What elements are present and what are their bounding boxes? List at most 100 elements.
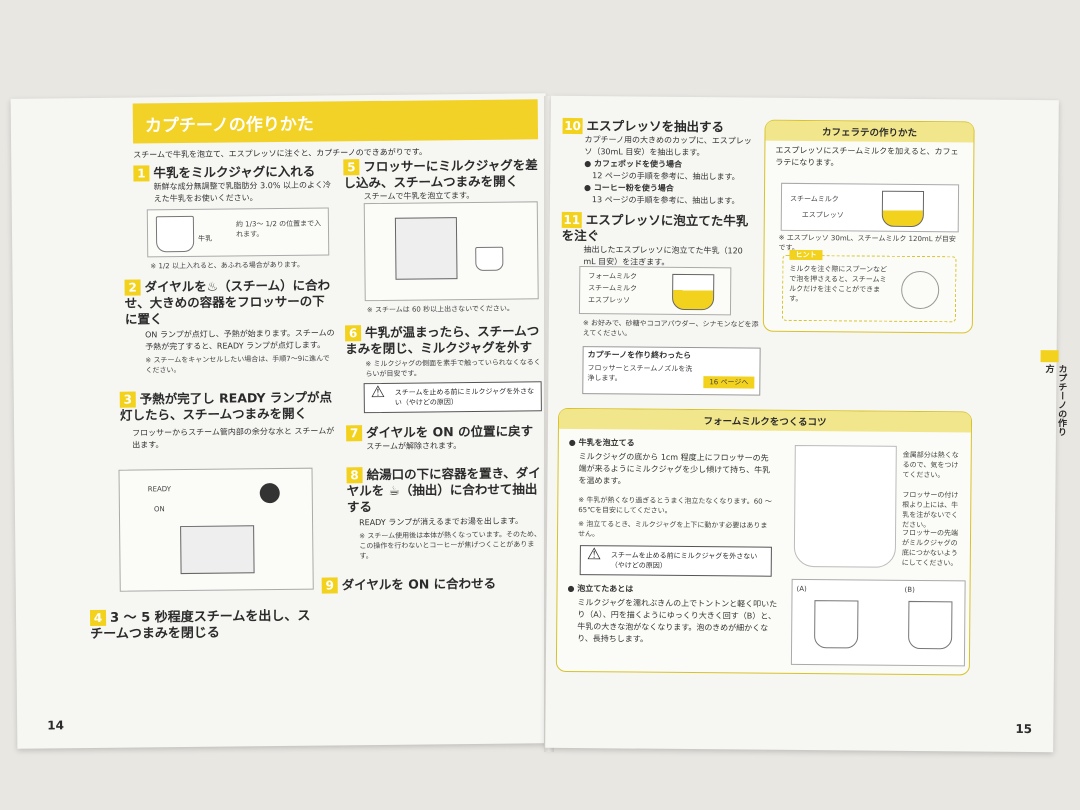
foam-section-body: ミルクジャグの底から 1cm 程度上にフロッサーの先端が来るようにミルクジャグを… — [578, 452, 771, 486]
step-note: ※ スチーム使用後は本体が熱くなっています。そのため、この操作を行わないとコーヒ… — [359, 530, 542, 561]
step-title: 牛乳をミルクジャグに入れる — [153, 163, 316, 181]
foam-section-title: ● 泡立てたあとは — [567, 583, 634, 594]
step-note: ※ スチームをキャンセルしたい場合は、手順7〜9に進んでください。 — [145, 354, 330, 375]
latte-cup-illustration: スチームミルク エスプレッソ — [780, 182, 960, 233]
ready-lamp-label: READY — [147, 485, 172, 494]
step-number: 10 — [562, 117, 583, 135]
label-a: (A) — [796, 584, 807, 594]
callout-text: 金属部分は熱くなるので、気をつけてください。 — [902, 450, 959, 480]
hint-box: ヒント ミルクを注ぐ際にスプーンなどで泡を押さえると、スチームミルクだけを注ぐこ… — [781, 249, 957, 323]
burn-warning: ⚠ スチームを止める前にミルクジャグを外さない（やけどの原因） — [579, 544, 772, 577]
page-number-right: 15 — [1015, 721, 1033, 737]
step-5-note: ※ スチームは 60 秒以上出さないでください。 — [366, 304, 514, 315]
hint-body: ミルクを注ぐ際にスプーンなどで泡を押さえると、スチームミルクだけを注ぐことができ… — [789, 264, 888, 303]
warning-icon: ⚠ — [586, 544, 602, 564]
foam-milk-tips-box: フォームミルクをつくるコツ ● 牛乳を泡立てる ミルクジャグの底から 1cm 程… — [555, 407, 973, 676]
latte-body: エスプレッソにスチームミルクを加えると、カフェラテになります。 — [775, 145, 959, 168]
machine-icon — [394, 217, 458, 280]
cup-icon — [881, 190, 925, 228]
warning-text: スチームを止める前にミルクジャグを外さない（やけどの原因） — [610, 551, 758, 570]
cup-icon — [671, 273, 715, 311]
step-title: フロッサーにミルクジャグを差し込み、スチームつまみを開く — [343, 157, 538, 191]
step-title: 予熱が完了し READY ランプが点灯したら、スチームつまみを開く — [119, 389, 333, 423]
jug-tag: 牛乳 — [198, 234, 213, 243]
finish-title: カプチーノを作り終わったら — [587, 350, 692, 361]
layer-label: エスプレッソ — [588, 296, 631, 305]
step-number: 2 — [124, 279, 141, 296]
warning-icon: ⚠ — [370, 381, 386, 402]
jug-icon — [475, 246, 504, 271]
step-note: ※ ミルクジャグの側面を素手で触っていられなくなるくらいが目安です。 — [365, 358, 541, 379]
foam-section-body: ミルクジャグを濡れぶきんの上でトントンと軽く叩いたり（A）、円を描くようにゆっく… — [577, 598, 778, 644]
page-link-arrow[interactable]: 16 ページへ — [703, 376, 755, 389]
on-lamp-label: ON — [153, 505, 165, 514]
box-header: フォームミルクをつくるコツ — [558, 408, 972, 433]
jug-a-icon — [814, 600, 859, 649]
step-title: エスプレッソに泡立てた牛乳を注ぐ — [561, 212, 749, 244]
page-number-left: 14 — [47, 718, 64, 733]
machine-illustration: READY ON — [118, 467, 314, 592]
step-number: 9 — [321, 577, 338, 594]
step-number: 7 — [346, 425, 363, 442]
espresso-machine-icon — [180, 525, 255, 575]
jug-b-icon — [908, 600, 953, 650]
step-body: READY ランプが消えるまでお湯を出します。 — [359, 516, 524, 528]
foam-section-title: ● 牛乳を泡立てる — [568, 437, 635, 448]
layer-label: スチームミルク — [789, 194, 839, 204]
milk-jug-illustration: 牛乳 約 1/3〜 1/2 の位置まで入れます。 — [146, 207, 330, 258]
step-title: ダイヤルを ON の位置に戻す — [366, 423, 534, 441]
step-1-note: ※ 1/2 以上入れると、あふれる場合があります。 — [150, 260, 305, 271]
foam-note: ※ 牛乳が熱くなり過ぎるとうまく泡立たなくなります。60 〜 65℃を目安にして… — [578, 496, 772, 515]
step-title: 3 〜 5 秒程度スチームを出し、スチームつまみを閉じる — [90, 608, 311, 643]
cappuccino-cup-illustration: フォームミルク スチームミルク エスプレッソ — [578, 266, 732, 316]
foam-note: ※ 泡立てるとき、ミルクジャグを上下に動かす必要はありません。 — [577, 520, 768, 539]
step-number: 5 — [343, 159, 360, 176]
step-number: 1 — [133, 165, 150, 182]
callout-text: フロッサーの先端がミルクジャグの底につかないようにしてください。 — [901, 528, 959, 568]
step-body: カプチーノ用の大きめのカップに、エスプレッソ（30mL 目安）を抽出します。 — [584, 135, 752, 158]
finish-box: カプチーノを作り終わったら フロッサーとスチームノズルを洗浄します。 16 ペー… — [582, 346, 761, 396]
step-title: 給湯口の下に容器を置き、ダイヤルを ☕（抽出）に合わせて抽出する — [346, 465, 541, 515]
step-title: ダイヤルを♨（スチーム）に合わせ、大きめの容器をフロッサーの下に置く — [124, 277, 331, 327]
cafe-latte-box: カフェラテの作りかた エスプレッソにスチームミルクを加えると、カフェラテになりま… — [762, 119, 975, 334]
hint-label: ヒント — [789, 249, 823, 261]
callout-text: フロッサーの付け根より上には、牛乳を注がないでください。 — [902, 490, 959, 530]
layer-label: エスプレッソ — [801, 210, 844, 220]
step-body: ON ランプが点灯し、予熱が始まります。スチームの予熱が完了すると、READY … — [145, 328, 335, 352]
side-tab-label: カプチーノの作り方 — [1043, 364, 1067, 437]
label-b: (B) — [904, 585, 915, 594]
step-number: 8 — [346, 467, 363, 484]
jug-icon — [155, 215, 195, 253]
spoon-illustration — [901, 270, 940, 310]
step-number: 4 — [89, 609, 107, 627]
warning-text: スチームを止める前にミルクジャグを外さない（やけどの原因） — [394, 387, 535, 407]
step-body: スチームが解除されます。 — [366, 441, 462, 452]
step-title: 牛乳が温まったら、スチームつまみを閉じ、ミルクジャグを外す — [345, 323, 540, 357]
step-number: 3 — [119, 391, 136, 408]
left-page: カプチーノの作りかた スチームで牛乳を泡立て、エスプレッソに注ぐと、カプチーノの… — [10, 93, 553, 749]
step-title: ダイヤルを ON に合わせる — [341, 575, 497, 593]
sub-body: 13 ページの手順を参考に、抽出します。 — [591, 195, 740, 206]
frothing-illustration — [363, 201, 539, 302]
burn-warning: ⚠ スチームを止める前にミルクジャグを外さない（やけどの原因） — [363, 381, 542, 414]
step-body: フロッサーからスチーム管内部の余分な水と スチームが出ます。 — [132, 426, 335, 450]
jug-fill-label: 約 1/3〜 1/2 の位置まで入れます。 — [235, 219, 322, 239]
finish-body: フロッサーとスチームノズルを洗浄します。 — [587, 364, 693, 383]
box-header: カフェラテの作りかた — [765, 120, 974, 143]
layer-label: フォームミルク — [588, 272, 638, 281]
step-number: 11 — [561, 211, 582, 229]
step-title: エスプレッソを抽出する — [586, 118, 725, 135]
tapping-illustration: (A) (B) — [790, 578, 966, 667]
page-title: カプチーノの作りかた — [144, 114, 314, 137]
knob-icon — [259, 483, 280, 504]
